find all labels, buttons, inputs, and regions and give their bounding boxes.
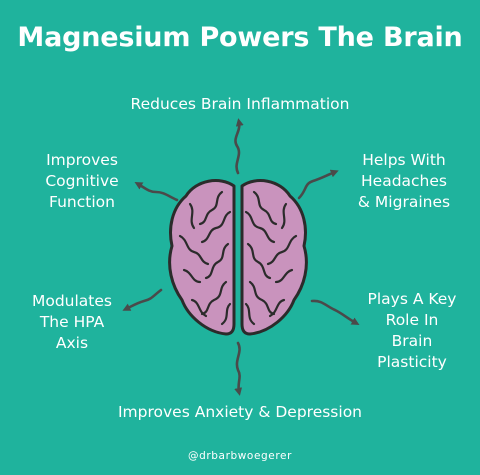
brain-icon: [168, 179, 308, 336]
benefit-top-right: Helps With Headaches & Migraines: [357, 151, 451, 211]
benefit-mid-left: Modulates The HPA Axis: [31, 292, 112, 352]
benefit-mid-right: Plays A Key Role In Brain Plasticity: [367, 290, 457, 371]
author-handle: @drbarbwoegerer: [187, 450, 293, 462]
benefit-top-left: Improves Cognitive Function: [45, 151, 119, 211]
benefit-top: Reduces Brain Inflammation: [130, 95, 350, 113]
arrow-down-icon: [234, 341, 243, 396]
arrow-up-left-icon: [134, 182, 179, 202]
page-title: Magnesium Powers The Brain: [17, 22, 463, 53]
arrow-up-icon: [234, 118, 244, 175]
arrow-up-right-icon: [297, 169, 339, 200]
arrow-down-right-icon: [310, 299, 360, 325]
benefit-bottom: Improves Anxiety & Depression: [117, 403, 362, 421]
arrow-down-left-icon: [122, 288, 163, 311]
